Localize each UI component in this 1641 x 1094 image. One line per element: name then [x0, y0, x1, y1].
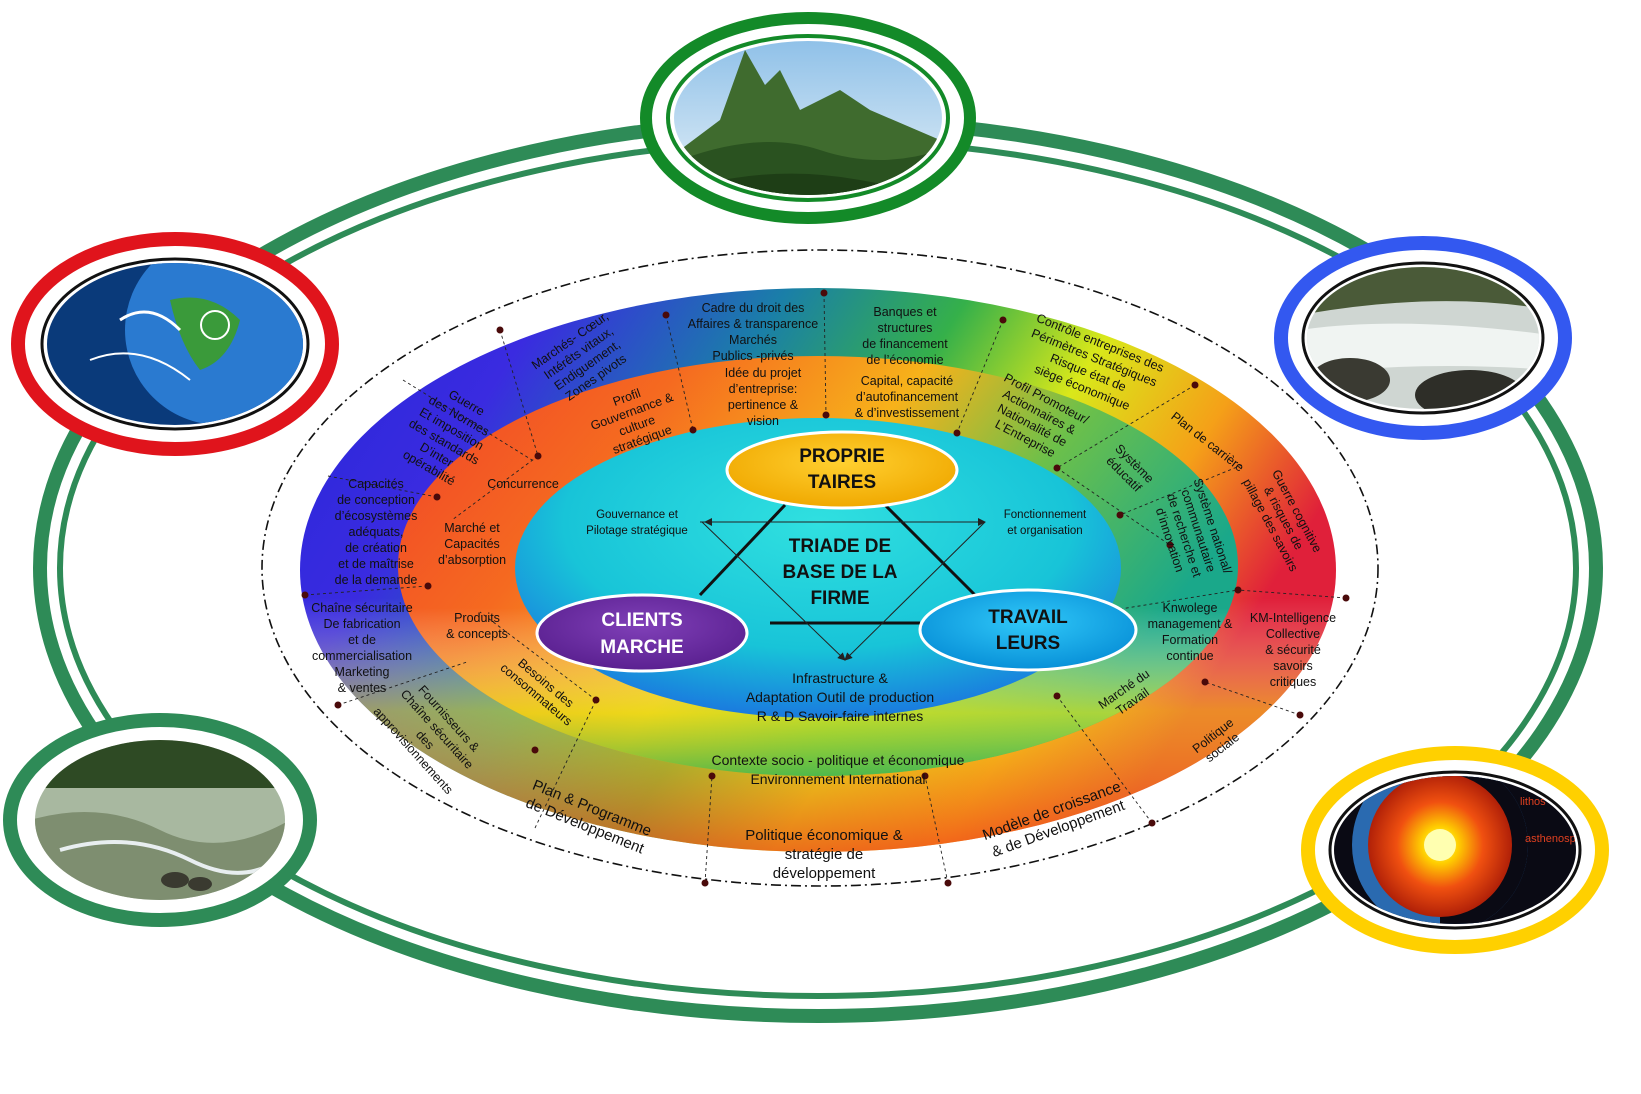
- mid-marche-capacites: Marché et Capacités d’absorption: [438, 521, 506, 567]
- svg-text:R & D Savoir-faire internes: R & D Savoir-faire internes: [757, 708, 924, 724]
- proprietaires-line2: TAIRES: [808, 472, 876, 493]
- svg-text:et organisation: et organisation: [1007, 525, 1082, 537]
- svg-text:Politique économique &: Politique économique &: [745, 827, 903, 844]
- svg-text:& concepts: & concepts: [446, 627, 508, 641]
- lithosphere-label: lithos: [1520, 796, 1546, 808]
- svg-text:Knwolege: Knwolege: [1163, 601, 1218, 615]
- svg-text:TRIADE DE: TRIADE DE: [789, 536, 891, 557]
- svg-text:Capacités: Capacités: [444, 537, 500, 551]
- svg-text:de conception: de conception: [337, 493, 415, 507]
- svg-text:Chaîne sécuritaire: Chaîne sécuritaire: [311, 601, 412, 615]
- svg-text:& d’investissement: & d’investissement: [855, 406, 960, 420]
- out-chaine-fabrication: Chaîne sécuritaire De fabrication et de …: [311, 601, 412, 695]
- proprietaires-line1: PROPRIE: [799, 446, 885, 467]
- svg-text:de financement: de financement: [862, 337, 948, 351]
- mid-knowledge-management: Knwolege management & Formation continue: [1148, 601, 1233, 663]
- travailleurs-line2: LEURS: [996, 633, 1060, 654]
- svg-text:Idée du projet: Idée du projet: [725, 366, 802, 380]
- svg-text:adéquats,: adéquats,: [349, 525, 404, 539]
- core-title: TRIADE DE BASE DE LA FIRME: [782, 536, 897, 609]
- travailleurs-line1: TRAVAIL: [988, 607, 1068, 628]
- svg-text:savoirs: savoirs: [1273, 659, 1313, 673]
- sector-dividers: [304, 292, 1347, 884]
- mid-concurrence: Concurrence: [487, 477, 559, 491]
- svg-text:Produits: Produits: [454, 611, 500, 625]
- mid-produits: Produits & concepts: [446, 611, 508, 641]
- svg-text:de création: de création: [345, 541, 407, 555]
- svg-text:KM-Intelligence: KM-Intelligence: [1250, 611, 1336, 625]
- mountain-forest-photo-icon: [640, 12, 976, 224]
- svg-text:& sécurité: & sécurité: [1265, 643, 1321, 657]
- svg-text:Marketing: Marketing: [335, 665, 390, 679]
- svg-text:De fabrication: De fabrication: [323, 617, 400, 631]
- environment-boundary: [261, 249, 1379, 887]
- svg-text:développement: développement: [773, 865, 876, 882]
- svg-text:Capacités: Capacités: [348, 477, 404, 491]
- mid-capital: Capital, capacité d’autofinancement & d’…: [855, 374, 960, 420]
- mid-contexte: Contexte socio - politique et économique…: [712, 752, 965, 787]
- earth-core-layers-photo-icon: lithos asthenospher: [1301, 746, 1609, 954]
- svg-text:Marchés: Marchés: [729, 333, 777, 347]
- svg-text:FIRME: FIRME: [810, 588, 869, 609]
- earth-ocean-climate-photo-icon: [11, 232, 339, 456]
- svg-text:d’absorption: d’absorption: [438, 553, 506, 567]
- svg-text:et de: et de: [348, 633, 376, 647]
- clients-line1: CLIENTS: [601, 610, 682, 631]
- svg-text:management &: management &: [1148, 617, 1233, 631]
- clients-node: CLIENTS MARCHE: [535, 593, 749, 673]
- svg-text:pertinence &: pertinence &: [728, 398, 799, 412]
- svg-text:Marché et: Marché et: [444, 521, 500, 535]
- svg-text:Affaires & transparence: Affaires & transparence: [688, 317, 818, 331]
- out-banques: Banques et structures de financement de …: [862, 305, 948, 367]
- svg-text:de l’économie: de l’économie: [866, 353, 943, 367]
- svg-text:d’autofinancement: d’autofinancement: [856, 390, 959, 404]
- fonctionnement-label: Fonctionnement et organisation: [1004, 509, 1087, 537]
- svg-text:Collective: Collective: [1266, 627, 1320, 641]
- mid-idee-projet: Idée du projet d’entreprise: pertinence …: [725, 366, 802, 428]
- svg-text:et de maîtrise: et de maîtrise: [338, 557, 414, 571]
- svg-text:stratégie de: stratégie de: [785, 846, 863, 863]
- svg-text:vision: vision: [747, 414, 779, 428]
- svg-text:commercialisation: commercialisation: [312, 649, 412, 663]
- svg-text:Publics -privés: Publics -privés: [712, 349, 793, 363]
- svg-text:continue: continue: [1166, 649, 1213, 663]
- proprietaires-node: PROPRIE TAIRES: [725, 430, 959, 510]
- svg-text:structures: structures: [878, 321, 933, 335]
- boundary-dots: [301, 289, 1350, 887]
- svg-text:Contexte socio - politique et: Contexte socio - politique et économique: [712, 752, 965, 768]
- svg-text:& ventes: & ventes: [338, 681, 387, 695]
- svg-text:Pilotage stratégique: Pilotage stratégique: [586, 525, 688, 537]
- triad-triangle: [698, 503, 977, 625]
- wetland-elephants-photo-icon: [3, 713, 317, 927]
- svg-text:de la demande: de la demande: [335, 573, 418, 587]
- out-politique-economique: Politique économique & stratégie de déve…: [745, 827, 903, 882]
- svg-text:Formation: Formation: [1162, 633, 1218, 647]
- svg-text:critiques: critiques: [1270, 675, 1317, 689]
- svg-text:d’entreprise:: d’entreprise:: [729, 382, 798, 396]
- svg-text:Environnement International: Environnement International: [750, 771, 925, 787]
- svg-text:Adaptation Outil de production: Adaptation Outil de production: [746, 689, 934, 705]
- asthenosphere-label: asthenospher: [1525, 833, 1592, 845]
- out-capacites-conception: Capacités de conception d’écosystèmes ad…: [335, 477, 418, 587]
- svg-text:Infrastructure &: Infrastructure &: [792, 670, 888, 686]
- river-rapids-photo-icon: [1274, 236, 1572, 440]
- svg-text:d’écosystèmes: d’écosystèmes: [335, 509, 418, 523]
- svg-text:Banques et: Banques et: [873, 305, 937, 319]
- travailleurs-node: TRAVAIL LEURS: [918, 588, 1138, 672]
- out-cadre-droit: Cadre du droit des Affaires & transparen…: [688, 301, 818, 363]
- clients-line2: MARCHE: [600, 637, 683, 658]
- svg-text:Capital, capacité: Capital, capacité: [861, 374, 953, 388]
- infrastructure-label: Infrastructure & Adaptation Outil de pro…: [746, 670, 934, 724]
- svg-text:BASE DE LA: BASE DE LA: [782, 562, 897, 583]
- gouvernance-label: Gouvernance et Pilotage stratégique: [586, 509, 688, 537]
- svg-text:Gouvernance et: Gouvernance et: [596, 509, 679, 521]
- svg-text:Cadre du droit des: Cadre du droit des: [702, 301, 805, 315]
- svg-text:Fonctionnement: Fonctionnement: [1004, 509, 1087, 521]
- triad-arrows: [700, 518, 986, 661]
- out-km-intelligence: KM-Intelligence Collective & sécurité sa…: [1250, 611, 1336, 689]
